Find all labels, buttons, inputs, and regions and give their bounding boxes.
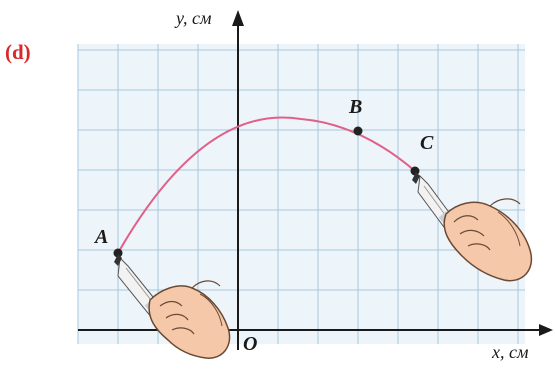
x-axis-arrow-icon [539, 324, 553, 336]
point-a [113, 248, 123, 258]
y-axis-arrow-icon [232, 10, 244, 26]
point-a-label: A [95, 226, 109, 248]
right-hand-pen-icon [412, 172, 533, 282]
point-b-label: B [349, 96, 363, 118]
y-axis-label: y, см [176, 8, 212, 28]
left-hand-pen-icon [114, 254, 231, 359]
panel-label: (d) [5, 40, 31, 64]
x-axis-label: x, см [492, 342, 529, 362]
point-b [353, 126, 363, 136]
grid-background [78, 44, 525, 344]
trajectory-curve [117, 116, 416, 254]
origin-label: O [243, 333, 258, 355]
point-c-label: C [420, 132, 434, 154]
